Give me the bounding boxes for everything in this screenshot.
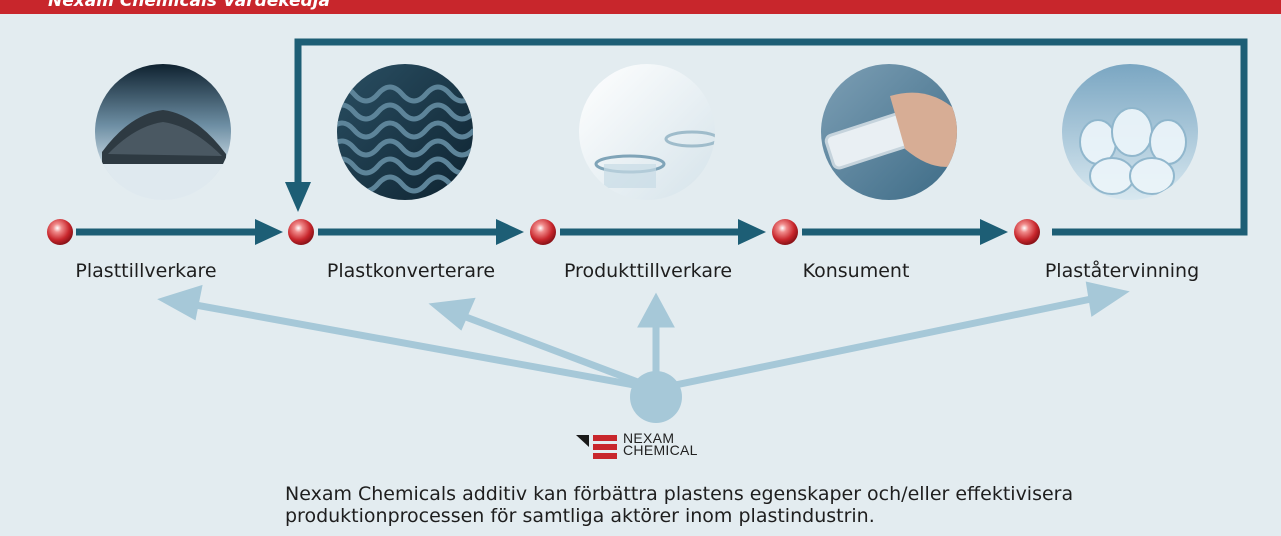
- recycling-loop-arrow: [285, 38, 1248, 236]
- smartphone-image: [821, 64, 957, 200]
- corrugated-plastic-image: [337, 64, 473, 200]
- caption-line-2: produktionprocessen för samtliga aktörer…: [285, 505, 875, 527]
- header-bar: Nexam Chemicals Värdekedja: [0, 0, 1281, 14]
- caption-text: Nexam Chemicals additiv kan förbättra pl…: [285, 483, 1245, 527]
- nexam-logo-mark: [576, 435, 617, 459]
- logo-line-2: CHEMICAL: [623, 442, 698, 458]
- plastic-bottles-image: [1062, 64, 1198, 200]
- stage-node-4: [772, 219, 798, 245]
- flow-arrow-3: [560, 219, 766, 245]
- plastic-granules-image: [95, 64, 231, 200]
- value-chain-diagram: [47, 38, 1248, 423]
- stage-label-1: Plasttillverkare: [75, 260, 217, 282]
- flow-arrow-2: [318, 219, 524, 245]
- caption-line-1: Nexam Chemicals additiv kan förbättra pl…: [285, 483, 1074, 505]
- logo-line-1: NEXAM: [623, 430, 675, 446]
- stage-node-1: [47, 219, 73, 245]
- stage-label-5: Plaståtervinning: [1044, 260, 1200, 282]
- stage-label-2: Plastkonverterare: [326, 260, 496, 282]
- influence-arrows: [157, 281, 1130, 393]
- flow-arrow-4: [802, 219, 1008, 245]
- nexam-chemical-logo: NEXAM CHEMICAL: [576, 430, 736, 464]
- flow-arrow-1: [76, 219, 283, 245]
- stage-node-5: [1014, 219, 1040, 245]
- stage-label-3: Produkttillverkare: [563, 260, 733, 282]
- nexam-hub: [630, 371, 682, 423]
- header-title: Nexam Chemicals Värdekedja: [48, 0, 330, 11]
- stage-label-4: Konsument: [802, 260, 910, 282]
- stage-node-2: [288, 219, 314, 245]
- lab-glassware-image: [579, 64, 715, 200]
- stage-node-3: [530, 219, 556, 245]
